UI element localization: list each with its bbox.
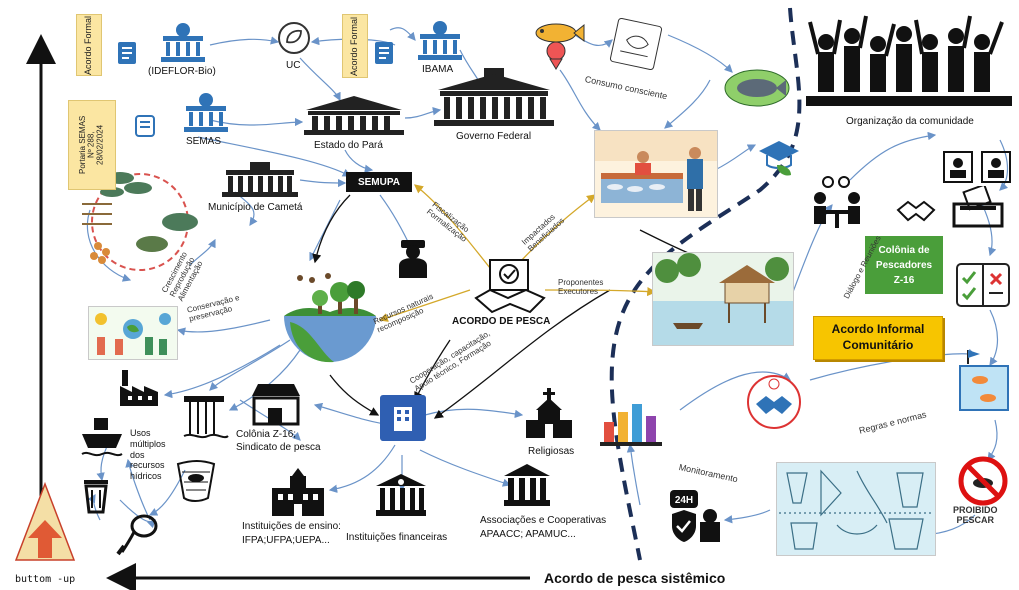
graduation-leaf-icon [759, 141, 799, 176]
colonia-sindicato-label: Colônia Z-16; Sindicato de pesca [236, 429, 321, 453]
bar-chart-icon [600, 404, 662, 446]
ibama-building-icon [418, 21, 462, 60]
estado-para-label: Estado do Pará [314, 140, 383, 151]
ship-icon [81, 418, 123, 457]
ideflor-label: (IDEFLOR-Bio) [148, 66, 216, 77]
religiosas-label: Religiosas [528, 446, 575, 457]
organizacao-label: Organização da comunidade [846, 116, 974, 127]
ibama-label: IBAMA [422, 64, 454, 75]
leaf-circle-icon [278, 22, 310, 54]
sewage-pipe-icon [116, 514, 158, 556]
fish-plate-icon [724, 69, 790, 107]
community-crowd-icon [806, 15, 1012, 106]
institution-hub-icon [380, 395, 426, 441]
semas-building-icon [184, 93, 228, 132]
handshake-badge-icon [747, 375, 801, 429]
acordo-informal-box: Acordo Informal Comunitário [813, 316, 943, 360]
uc-label: UC [286, 60, 301, 71]
dam-icon [183, 396, 229, 439]
portaria-tag: Portaria SEMAS Nº 288, 28/02/2024 [68, 100, 116, 190]
axis-label-bottom-up: buttom -up [15, 574, 76, 585]
clock-24h-text: 24H [675, 495, 693, 506]
no-fishing-icon [958, 456, 1008, 506]
fish-medal-icon [535, 23, 585, 70]
handshake-icon [896, 200, 936, 222]
fish-market-illustration [594, 130, 718, 218]
no-fishing-label: PROIBIDO PESCAR [953, 505, 998, 525]
municipio-building-icon [222, 162, 298, 197]
instituicoes-ensino-label: Instituições de ensino: IFPA;UFPA;UEPA..… [242, 521, 341, 546]
conservation-people-illustration [88, 306, 178, 360]
acordo-formal-tag: Acordo Formal [76, 14, 102, 76]
fish-life-cycle-icon [82, 172, 198, 271]
checklist-book-icon [956, 263, 1010, 307]
axis-title-bottom: Acordo de pesca sistêmico [544, 570, 726, 586]
colonia-pescadores-box: Colônia de Pescadores Z-16 [865, 236, 943, 294]
governo-federal-label: Governo Federal [456, 131, 532, 142]
bottom-up-pyramid-icon [14, 481, 76, 561]
acordo-pesca-label: ACORDO DE PESCA [452, 316, 551, 327]
association-building-icon [504, 464, 550, 506]
associacoes-label: Associações e Cooperativas APAACC; APAMU… [480, 515, 607, 540]
instituicoes-financeiras-label: Instituições financeiras [346, 532, 448, 543]
acordo-formal-tag: Acordo Formal [342, 14, 368, 78]
semupa-box: SEMUPA [346, 172, 412, 192]
document-icon [118, 42, 136, 64]
ideflor-building-icon [161, 23, 205, 62]
estado-para-building-icon [304, 96, 404, 135]
riverside-community-illustration [652, 252, 794, 346]
scroll-document-icon [135, 115, 155, 137]
church-icon [526, 388, 572, 438]
trash-bin-icon [84, 480, 108, 514]
document-icon [375, 42, 393, 64]
fish-certificate-icon [609, 18, 663, 71]
meeting-icon [814, 176, 860, 228]
fishing-nets-illustration [776, 462, 936, 556]
usos-multiplos-label: Usos múltiplos dos recursos hídricos [130, 428, 166, 482]
proponentes-label: Proponentes Executores [558, 278, 604, 296]
ballot-box-icon [952, 186, 1004, 228]
bank-building-icon [376, 474, 426, 516]
municipio-label: Município de Cametá [208, 202, 303, 213]
monitoring-officer-icon: 24H [670, 490, 720, 542]
nature-globe-icon [284, 273, 376, 363]
fish-tank-icon [959, 350, 1009, 411]
candidate-portraits-icon [943, 151, 1011, 183]
fishing-net-icon [176, 460, 216, 502]
agreement-handshake-icon [474, 259, 546, 314]
police-officer-icon [399, 240, 427, 278]
governo-federal-building-icon [434, 68, 554, 126]
university-building-icon [272, 468, 324, 516]
factory-icon [120, 370, 158, 406]
semas-label: SEMAS [186, 136, 222, 147]
dashed-divider [609, 7, 802, 561]
store-building-icon [252, 384, 300, 426]
